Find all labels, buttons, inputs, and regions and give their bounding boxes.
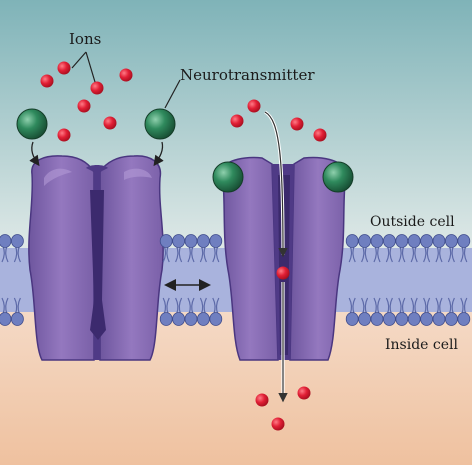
- neurotransmitter-molecule: [16, 108, 48, 140]
- lipid-head: [395, 234, 409, 248]
- lipid-head: [172, 234, 186, 248]
- lipid-heads: [0, 234, 471, 326]
- ion-particle: [57, 128, 71, 142]
- neurotransmitter-bound: [212, 161, 244, 193]
- lipid-head: [10, 312, 24, 326]
- ion-particle: [77, 99, 91, 113]
- ion-channel-open: [221, 156, 347, 361]
- ions-label: Ions: [69, 30, 102, 48]
- lipid-head: [10, 234, 24, 248]
- neurotransmitter-label: Neurotransmitter: [180, 66, 315, 84]
- lipid-head: [407, 234, 421, 248]
- binding-arrow: [29, 141, 40, 167]
- lipid-head: [370, 312, 384, 326]
- ion-particle: [290, 117, 304, 131]
- ions-pointer: [71, 51, 87, 69]
- ion-particle: [276, 266, 290, 280]
- lipid-head: [358, 312, 372, 326]
- lipid-head: [420, 312, 434, 326]
- outside-cell-label: Outside cell: [370, 214, 455, 230]
- ion-channel-closed: [28, 155, 164, 361]
- neurotransmitter-bound: [322, 161, 354, 193]
- ion-particle: [90, 81, 104, 95]
- ion-particles: [40, 61, 327, 431]
- ion-particle: [119, 68, 133, 82]
- ion-particle: [271, 417, 285, 431]
- lipid-head: [0, 312, 12, 326]
- lipid-head: [407, 312, 421, 326]
- lipid-head: [457, 234, 471, 248]
- lipid-head: [432, 312, 446, 326]
- lipid-head: [184, 234, 198, 248]
- binding-arrow: [153, 141, 164, 167]
- ion-particle: [297, 386, 311, 400]
- lipid-head: [159, 234, 173, 248]
- lipid-head: [209, 234, 223, 248]
- inside-cell-label: Inside cell: [385, 337, 458, 353]
- lipid-head: [196, 234, 210, 248]
- lipid-head: [159, 312, 173, 326]
- lipid-head: [370, 234, 384, 248]
- lipid-head: [444, 312, 458, 326]
- ion-particle: [40, 74, 54, 88]
- ion-flow-arrow: [264, 111, 288, 258]
- ion-particle: [230, 114, 244, 128]
- lipid-head: [209, 312, 223, 326]
- ion-particle: [103, 116, 117, 130]
- lipid-head: [184, 312, 198, 326]
- ions-pointer: [85, 51, 96, 83]
- ion-particle: [255, 393, 269, 407]
- lipid-head: [0, 234, 12, 248]
- lipid-head: [395, 312, 409, 326]
- lipid-head: [420, 234, 434, 248]
- ion-particle: [247, 99, 261, 113]
- lipid-head: [432, 234, 446, 248]
- lipid-head: [345, 312, 359, 326]
- ion-particle: [57, 61, 71, 75]
- lipid-head: [457, 312, 471, 326]
- lipid-head: [196, 312, 210, 326]
- lipid-head: [345, 234, 359, 248]
- neurotransmitter-pointer: [164, 79, 181, 109]
- lipid-head: [444, 234, 458, 248]
- lipid-head: [382, 234, 396, 248]
- neurotransmitter-molecule: [144, 108, 176, 140]
- ion-particle: [313, 128, 327, 142]
- lipid-head: [358, 234, 372, 248]
- lipid-head: [172, 312, 186, 326]
- lipid-head: [382, 312, 396, 326]
